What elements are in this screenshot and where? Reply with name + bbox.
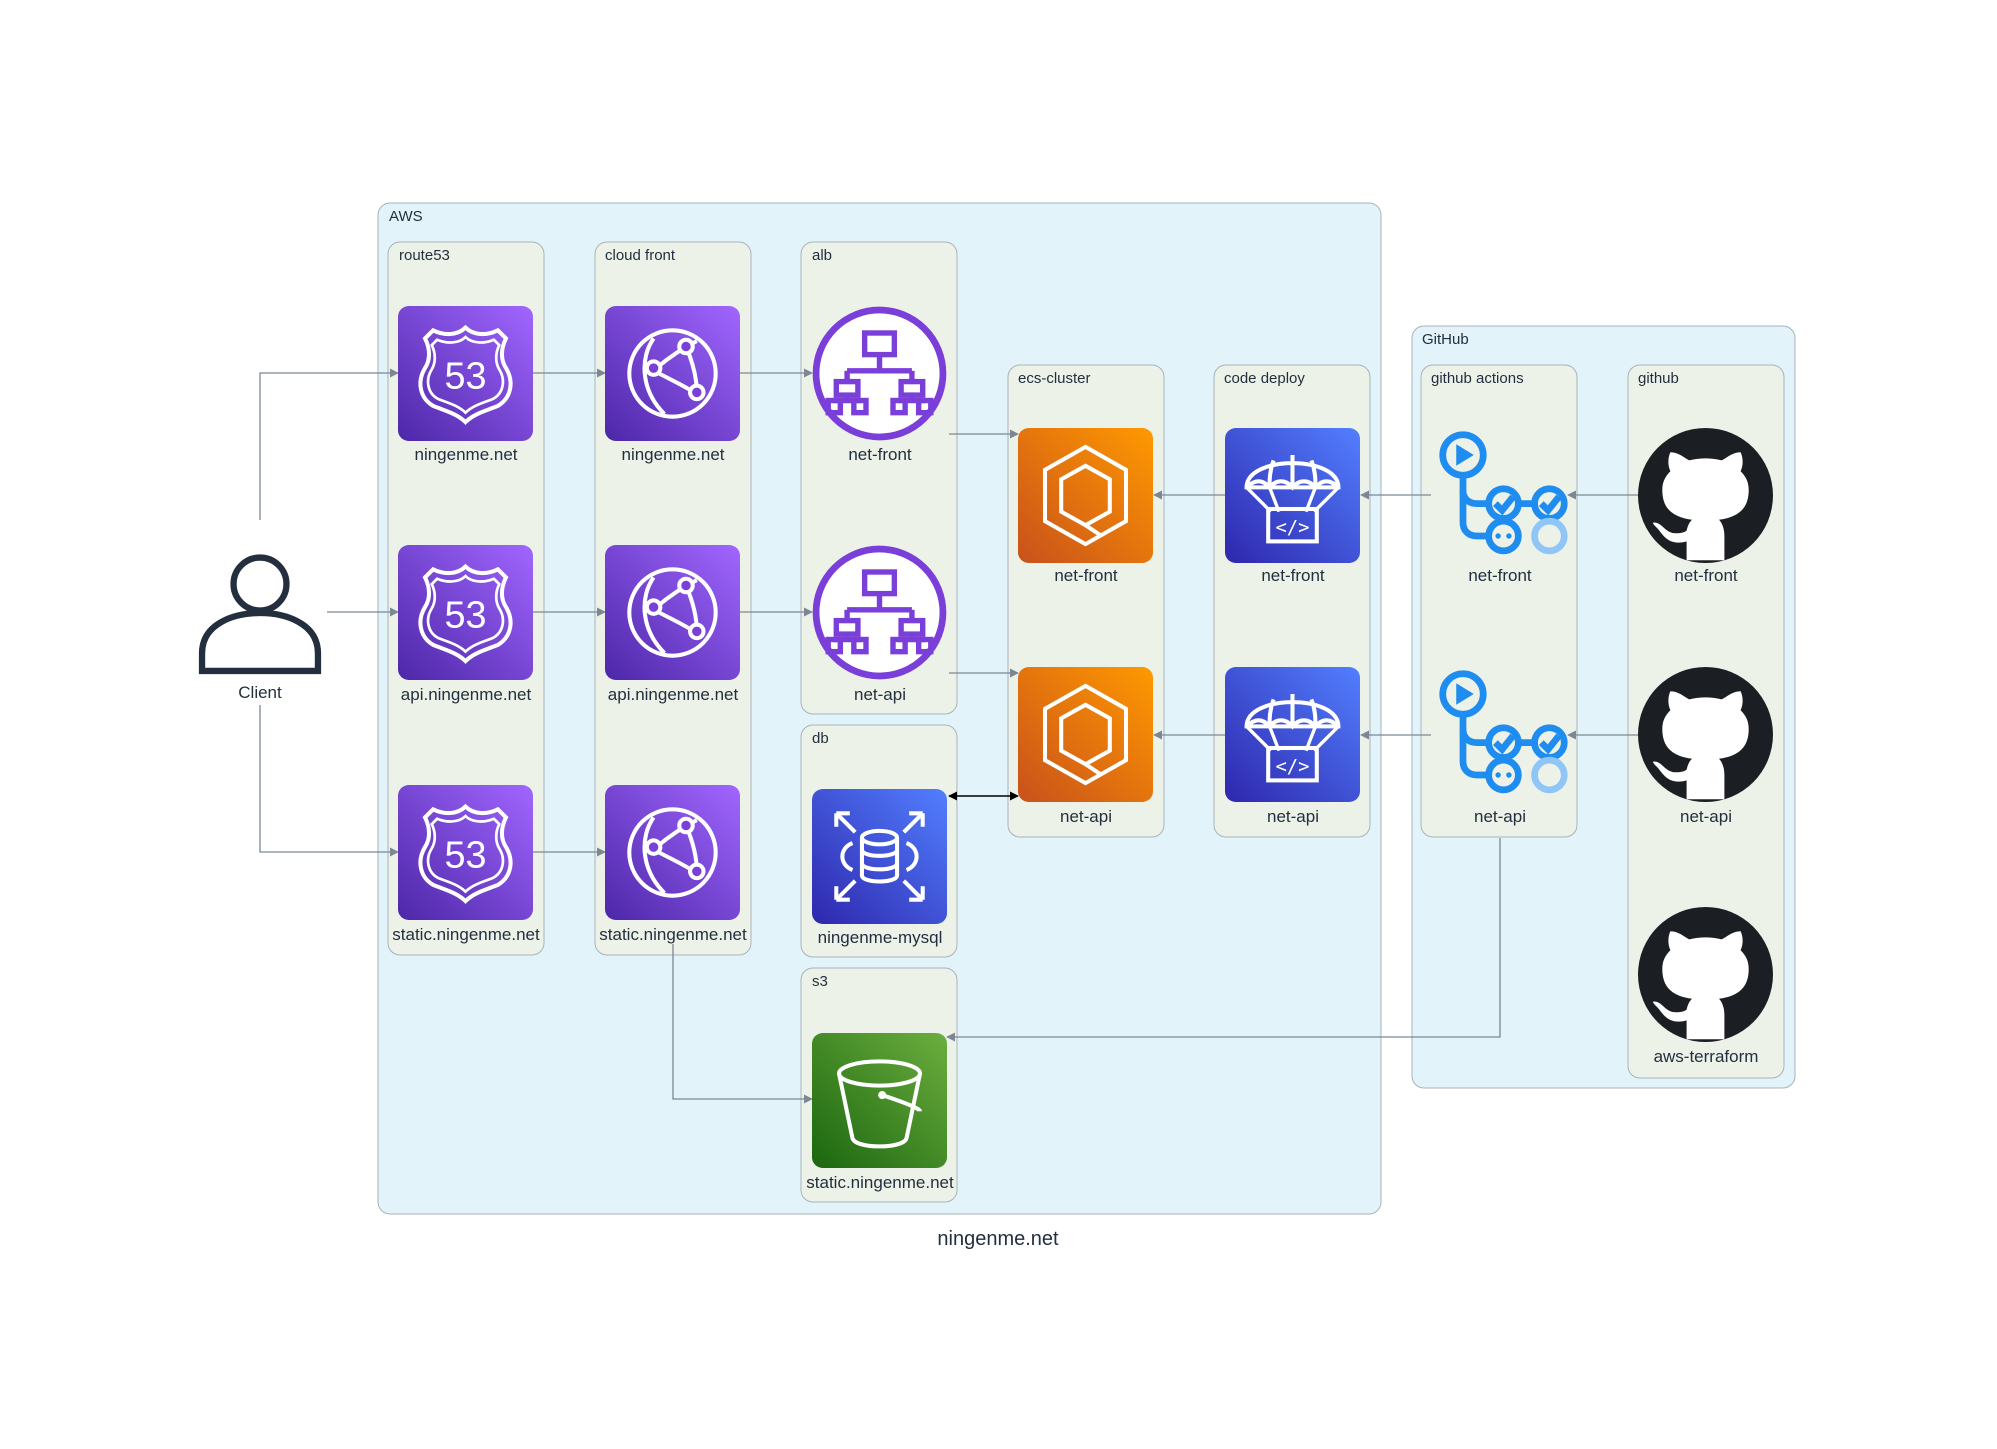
codedeploy-net-api-node[interactable]: net-api <box>1225 667 1360 826</box>
github-repos-group-title: github <box>1638 370 1679 387</box>
route53-icon <box>398 306 533 441</box>
aws-cluster-title: AWS <box>389 208 423 225</box>
ecs-net-front-node[interactable]: net-front <box>1018 428 1153 585</box>
ecs-icon <box>1018 667 1153 802</box>
route53-icon <box>398 545 533 680</box>
route53-group-title: route53 <box>399 247 450 264</box>
diagram-caption: ningenme.net <box>937 1228 1059 1250</box>
actions-net-front-node[interactable]: net-front <box>1443 435 1565 585</box>
ecs-net-api-node[interactable]: net-api <box>1018 667 1153 826</box>
code-deploy-icon <box>1225 667 1360 802</box>
codedeploy-net-front-node[interactable]: net-front <box>1225 428 1360 585</box>
codedeploy-net-front-label: net-front <box>1261 566 1325 585</box>
github-actions-group-title: github actions <box>1431 370 1524 387</box>
load-balancer-icon <box>816 310 943 437</box>
cloudfront-static-node[interactable]: static.ningenme.net <box>599 785 747 944</box>
ecs-cluster-group-title: ecs-cluster <box>1018 370 1091 387</box>
cloudfront-group-title: cloud front <box>605 247 676 264</box>
codedeploy-group-title: code deploy <box>1224 370 1305 387</box>
edge-cf-s3 <box>672 944 813 1104</box>
github-net-front-node[interactable]: net-front <box>1638 428 1773 585</box>
cloudfront-icon <box>605 545 740 680</box>
route53-api-node[interactable]: api.ningenme.net <box>398 545 533 704</box>
alb-net-api-label: net-api <box>854 685 906 704</box>
s3-static-node[interactable]: static.ningenme.net <box>806 1033 954 1192</box>
user-icon <box>202 558 318 671</box>
client-node[interactable]: Client <box>202 558 318 702</box>
client-label: Client <box>238 683 282 702</box>
actions-net-api-node[interactable]: net-api <box>1443 674 1565 826</box>
edges <box>259 368 1638 1104</box>
edge-client-route53-static <box>259 705 399 857</box>
cloudfront-api-label: api.ningenme.net <box>608 685 739 704</box>
actions-net-api-label: net-api <box>1474 807 1526 826</box>
alb-net-front-node[interactable]: net-front <box>816 310 943 464</box>
code-deploy-icon <box>1225 428 1360 563</box>
ecs-net-api-label: net-api <box>1060 807 1112 826</box>
alb-net-front-label: net-front <box>848 445 912 464</box>
database-icon <box>812 789 947 924</box>
github-actions-group: github actions <box>1420 364 1578 838</box>
github-icon <box>1638 907 1773 1042</box>
cloudfront-icon <box>605 306 740 441</box>
github-aws-terraform-label: aws-terraform <box>1654 1047 1759 1066</box>
github-icon <box>1638 428 1773 563</box>
edge-ga-s3 <box>946 838 1501 1042</box>
route53-static-label: static.ningenme.net <box>392 925 540 944</box>
codedeploy-net-api-label: net-api <box>1267 807 1319 826</box>
db-group-title: db <box>812 730 829 747</box>
edge-client-route53-main <box>259 368 399 520</box>
route53-api-label: api.ningenme.net <box>401 685 532 704</box>
route53-ningenme-label: ningenme.net <box>414 445 517 464</box>
github-icon <box>1638 667 1773 802</box>
cloudfront-icon <box>605 785 740 920</box>
route53-static-node[interactable]: static.ningenme.net <box>392 785 540 944</box>
load-balancer-icon <box>816 549 943 676</box>
github-net-front-label: net-front <box>1674 566 1738 585</box>
github-aws-terraform-node[interactable]: aws-terraform <box>1638 907 1773 1066</box>
ecs-net-front-label: net-front <box>1054 566 1118 585</box>
db-mysql-node[interactable]: ningenme-mysql <box>812 789 947 947</box>
route53-ningenme-node[interactable]: ningenme.net <box>398 306 533 464</box>
bucket-icon <box>812 1033 947 1168</box>
github-cluster-title: GitHub <box>1422 331 1469 348</box>
db-mysql-label: ningenme-mysql <box>818 928 943 947</box>
github-net-api-label: net-api <box>1680 807 1732 826</box>
s3-group-title: s3 <box>812 973 828 990</box>
cloudfront-static-label: static.ningenme.net <box>599 925 747 944</box>
route53-icon <box>398 785 533 920</box>
s3-static-label: static.ningenme.net <box>806 1173 954 1192</box>
actions-net-front-label: net-front <box>1468 566 1532 585</box>
cloudfront-ningenme-node[interactable]: ningenme.net <box>605 306 740 464</box>
alb-net-api-node[interactable]: net-api <box>816 549 943 704</box>
alb-group-title: alb <box>812 247 832 264</box>
ecs-icon <box>1018 428 1153 563</box>
cloudfront-api-node[interactable]: api.ningenme.net <box>605 545 740 704</box>
cloudfront-ningenme-label: ningenme.net <box>621 445 724 464</box>
github-net-api-node[interactable]: net-api <box>1638 667 1773 826</box>
